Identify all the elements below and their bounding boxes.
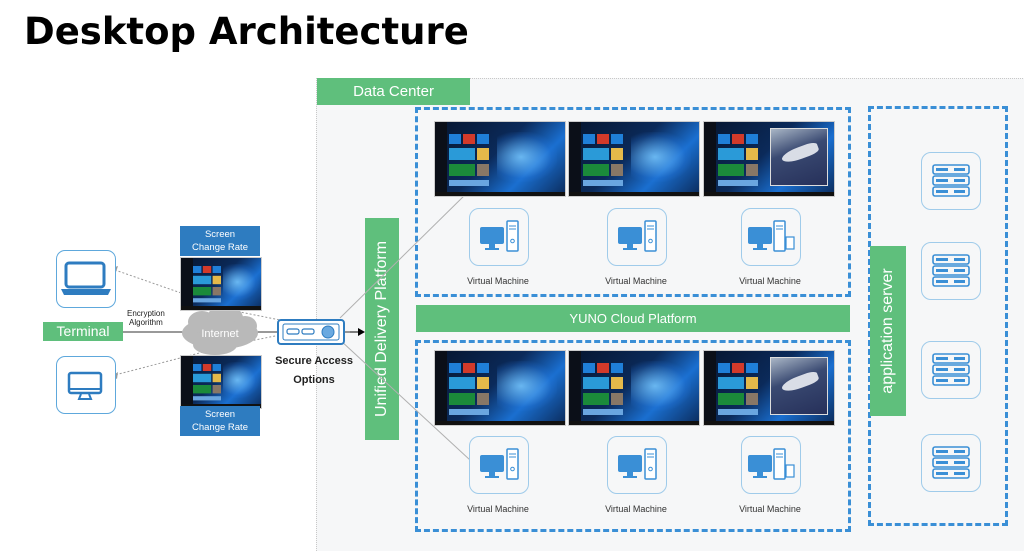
desktop-pc-icon <box>618 220 657 252</box>
secure-access-options-label: Secure Access Options <box>272 352 356 390</box>
server-card[interactable] <box>921 152 981 210</box>
encryption-algorithm-label: Encryption Algorithm <box>127 309 165 327</box>
monitor-icon <box>67 371 103 400</box>
vm-group-top <box>415 107 851 297</box>
screen-preview-top <box>180 257 262 311</box>
screen-change-top-line1: Screen <box>204 229 236 240</box>
secure-access-line1: Secure Access <box>275 355 353 367</box>
screen-change-bottom-line1: Screen <box>204 409 236 420</box>
data-center-label: Data Center <box>317 78 470 105</box>
vm-label: Virtual Machine <box>605 504 667 514</box>
vm-label: Virtual Machine <box>467 504 529 514</box>
desktop-monitor-client[interactable] <box>56 356 116 414</box>
encryption-line2: Algorithm <box>129 318 163 327</box>
secure-access-device-icon <box>277 319 345 345</box>
vm-card[interactable] <box>741 208 801 266</box>
desktop-pc-icon <box>480 448 519 480</box>
workstation-icon <box>748 220 795 252</box>
vm-group-bottom <box>415 340 851 532</box>
server-rack-icon <box>932 446 970 479</box>
server-card[interactable] <box>921 434 981 492</box>
internet-cloud-icon <box>182 305 258 355</box>
vm-screen-bottom-3 <box>703 350 835 426</box>
vm-screen-top-1 <box>434 121 566 197</box>
desktop-pc-icon <box>480 220 519 252</box>
vm-card[interactable] <box>741 436 801 494</box>
laptop-icon <box>61 261 111 295</box>
screen-change-rate-top: Screen Change Rate <box>180 226 260 256</box>
server-rack-icon <box>932 353 970 386</box>
vm-screen-top-3 <box>703 121 835 197</box>
vm-screen-bottom-1 <box>434 350 566 426</box>
connector-to-bottom-vm <box>339 339 471 461</box>
internet-label: Internet <box>201 328 238 340</box>
cloud-platform-label: YUNO Cloud Platform <box>416 305 850 332</box>
server-card[interactable] <box>921 242 981 300</box>
server-rack-icon <box>932 254 970 287</box>
terminal-label: Terminal <box>43 322 123 341</box>
workstation-icon <box>748 448 795 480</box>
vm-card[interactable] <box>469 208 529 266</box>
desktop-pc-icon <box>618 448 657 480</box>
vm-screen-top-2 <box>568 121 700 197</box>
page-title: Desktop Architecture <box>24 10 469 53</box>
vm-card[interactable] <box>469 436 529 494</box>
vm-label: Virtual Machine <box>605 276 667 286</box>
vm-card[interactable] <box>607 208 667 266</box>
vm-screen-bottom-2 <box>568 350 700 426</box>
unified-delivery-platform-label: Unified Delivery Platform <box>365 218 399 440</box>
connector-to-top-vm <box>339 189 471 319</box>
screen-change-bottom-line2: Change Rate <box>192 422 248 433</box>
vm-label: Virtual Machine <box>739 504 801 514</box>
vm-card[interactable] <box>607 436 667 494</box>
vm-label: Virtual Machine <box>739 276 801 286</box>
link-arrow-head <box>358 328 365 336</box>
application-server-label: application server <box>870 246 906 416</box>
server-rack-icon <box>932 164 970 197</box>
encryption-line1: Encryption <box>127 309 165 318</box>
screen-change-top-line2: Change Rate <box>192 242 248 253</box>
screen-change-rate-bottom: Screen Change Rate <box>180 406 260 436</box>
screen-preview-bottom <box>180 355 262 409</box>
vm-label: Virtual Machine <box>467 276 529 286</box>
laptop-client[interactable] <box>56 250 116 308</box>
server-card[interactable] <box>921 341 981 399</box>
secure-access-line2: Options <box>293 374 335 386</box>
application-server-group <box>868 106 1008 526</box>
